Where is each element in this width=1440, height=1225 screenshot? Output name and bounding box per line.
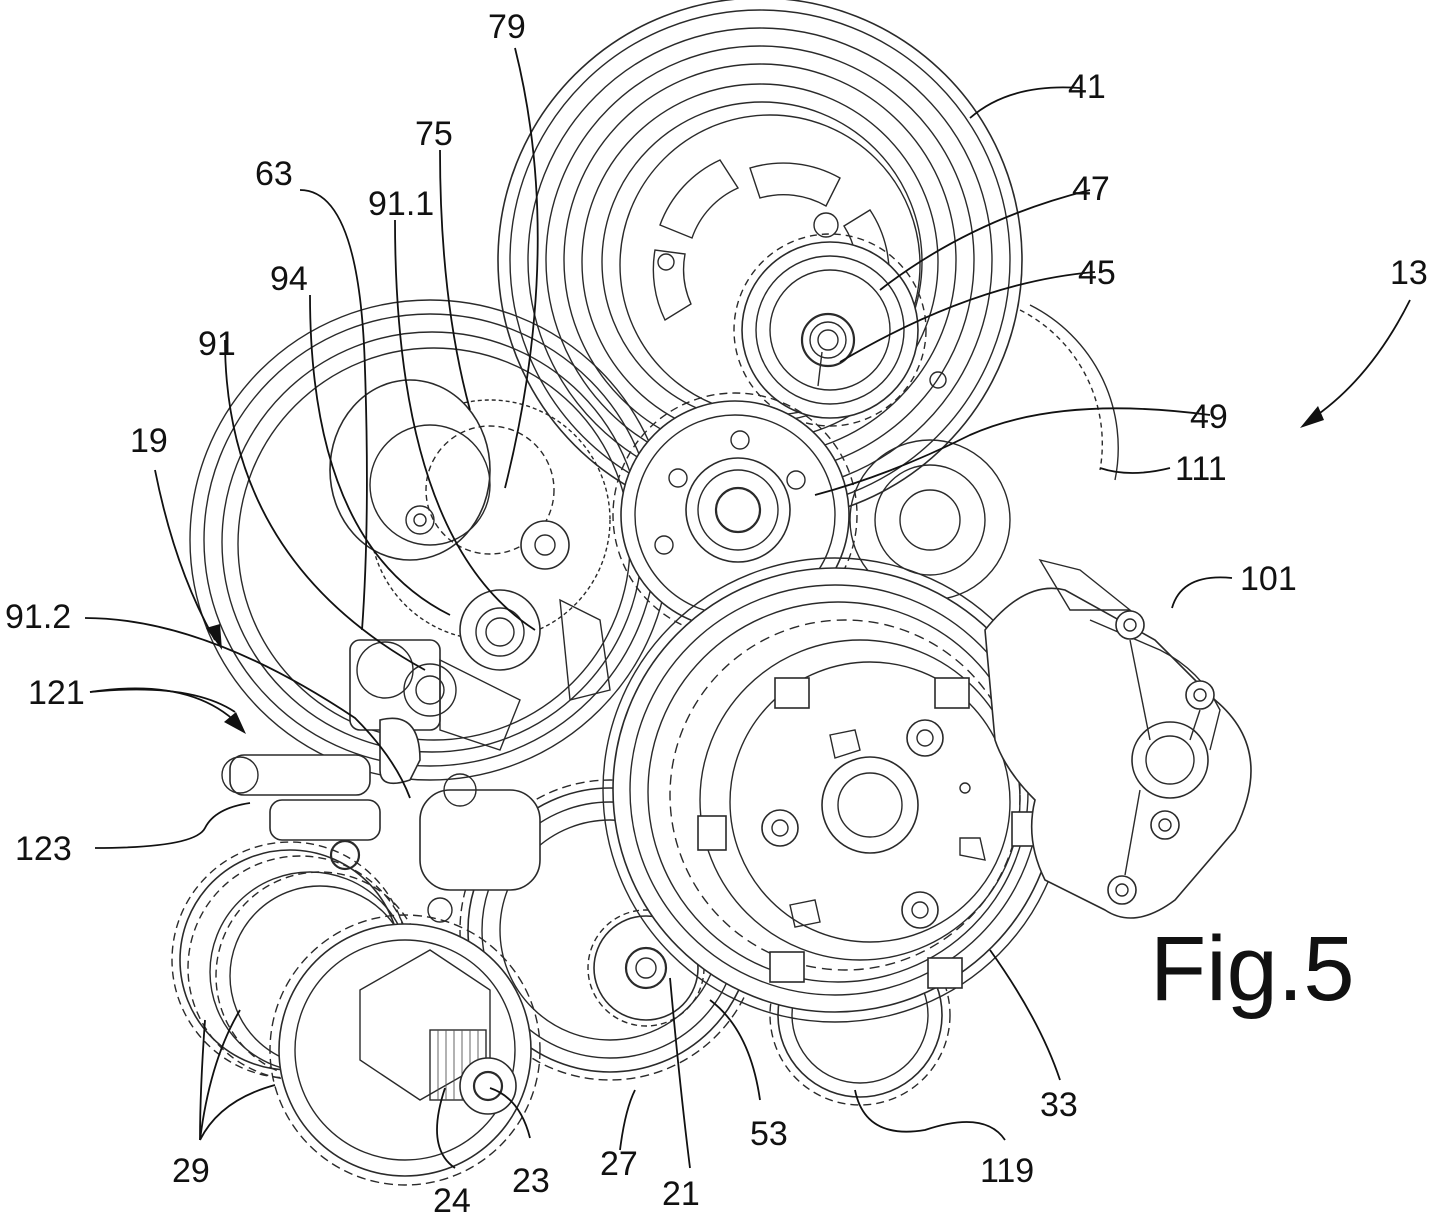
label-29: 29	[172, 1152, 210, 1190]
reference-labels: 41 47 45 13 49 111 101 79 75 91.1 63 94 …	[5, 8, 1428, 1220]
clutch-33	[602, 557, 1068, 1023]
shift-mechanism	[221, 598, 611, 923]
label-91-2: 91.2	[5, 598, 71, 636]
label-41: 41	[1068, 68, 1106, 106]
label-13: 13	[1390, 254, 1428, 292]
starter-101	[984, 558, 1252, 919]
label-91: 91	[198, 325, 236, 363]
label-75: 75	[415, 115, 453, 153]
label-19: 19	[130, 422, 168, 460]
label-24: 24	[433, 1182, 471, 1220]
reference-arrows	[89, 299, 1411, 734]
gear-63	[329, 379, 570, 671]
label-91-1: 91.1	[368, 185, 434, 223]
label-53: 53	[750, 1115, 788, 1153]
label-101: 101	[1240, 560, 1297, 598]
leader-lines	[84, 47, 1233, 1169]
label-94: 94	[270, 260, 308, 298]
label-47: 47	[1072, 170, 1110, 208]
label-123: 123	[15, 830, 72, 868]
output-gear-23	[269, 914, 541, 1186]
figure-title: Fig.5	[1150, 918, 1355, 1020]
label-45: 45	[1078, 254, 1116, 292]
label-111: 111	[1175, 450, 1227, 488]
label-21: 21	[662, 1175, 700, 1213]
label-27: 27	[600, 1145, 638, 1183]
label-119: 119	[980, 1152, 1034, 1190]
label-121: 121	[28, 674, 85, 712]
ring-gear-111	[849, 304, 1119, 601]
label-63: 63	[255, 155, 293, 193]
label-79: 79	[488, 8, 526, 46]
label-23: 23	[512, 1162, 550, 1200]
label-33: 33	[1040, 1086, 1078, 1124]
label-49: 49	[1190, 398, 1228, 436]
gear-47	[733, 233, 927, 427]
